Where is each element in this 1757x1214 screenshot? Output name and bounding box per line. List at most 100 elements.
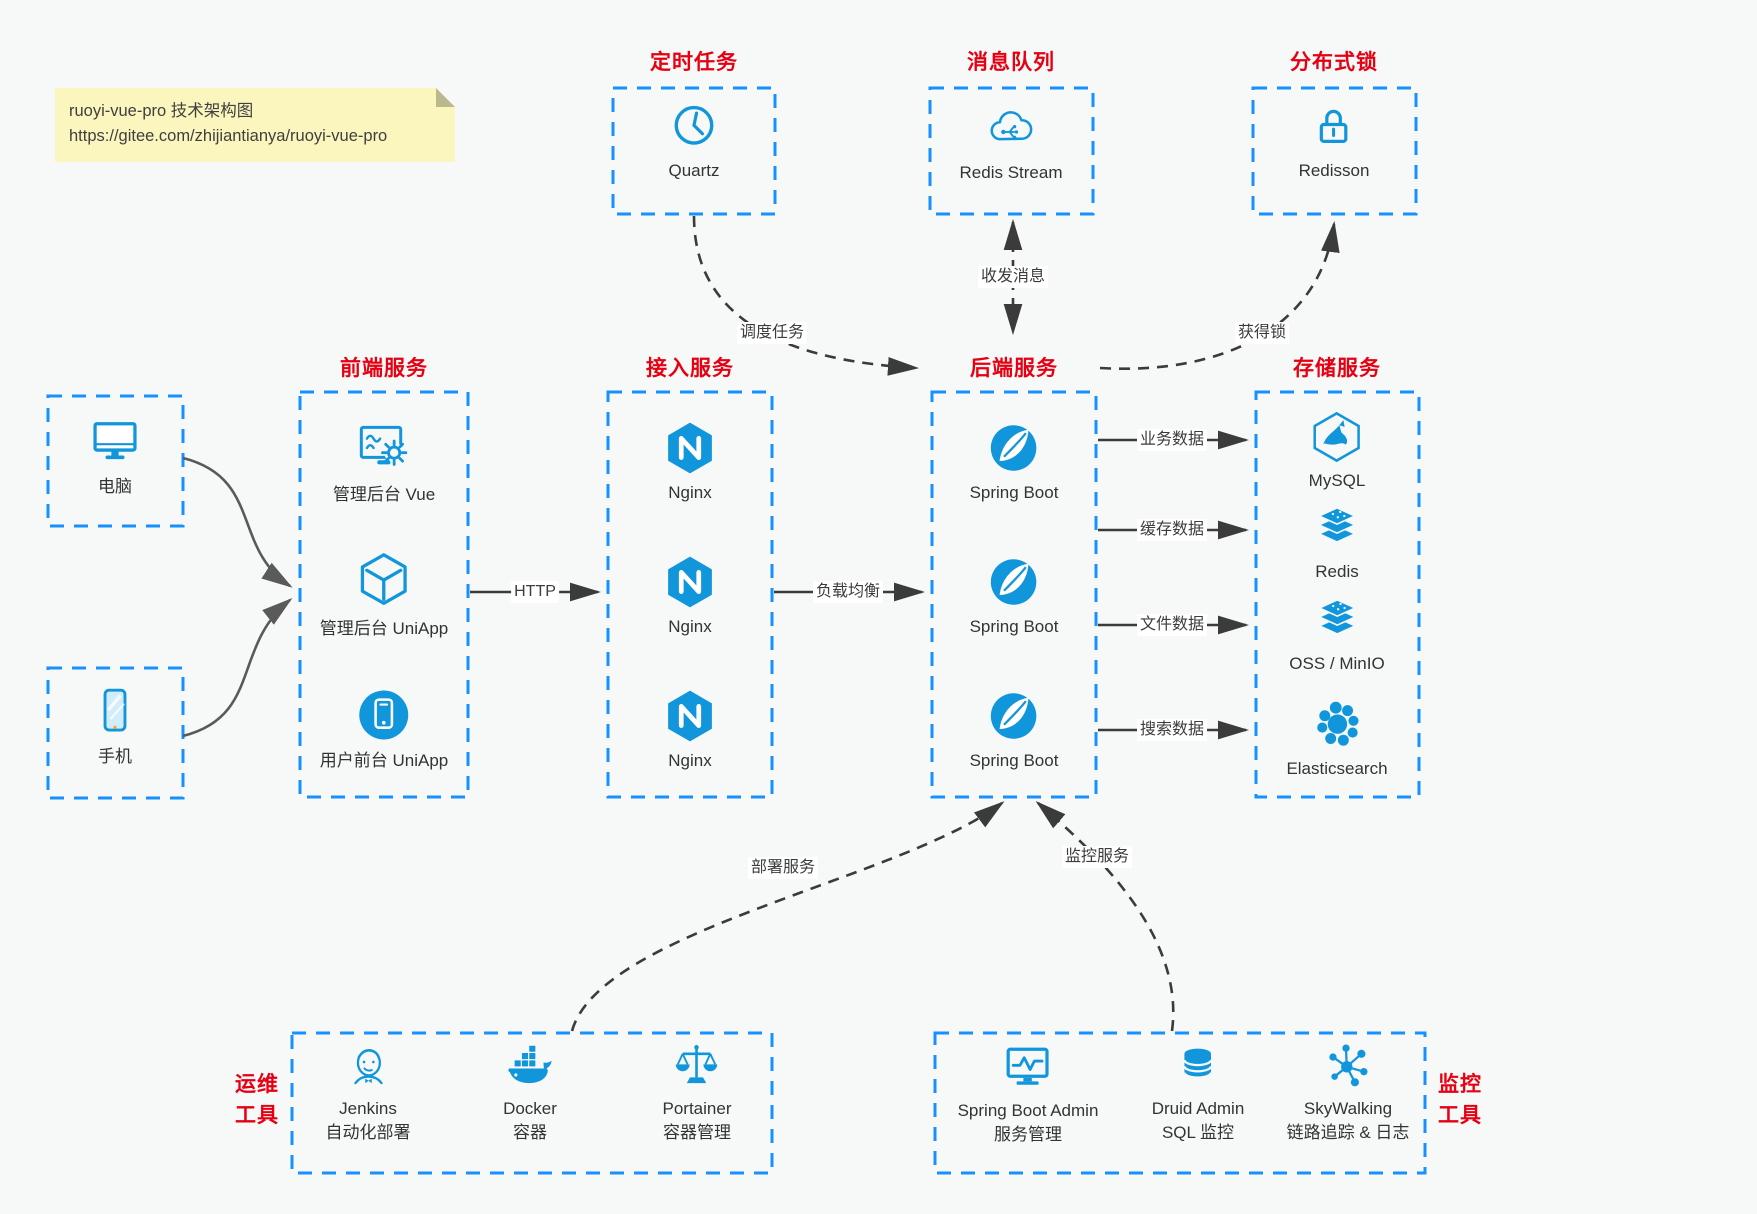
skywalking-graph-icon: [1322, 1040, 1374, 1092]
mysql-dolphin-icon: [1310, 410, 1364, 464]
node-label: Nginx: [668, 617, 712, 636]
node-redis: Redis: [1311, 503, 1363, 584]
node-label: 手机: [98, 747, 132, 766]
group-title-ops: 运维 工具: [235, 1073, 279, 1127]
node-redis-stream: Redis Stream: [959, 102, 1063, 185]
node-druid-admin: Druid Admin SQL 监控: [1151, 1042, 1245, 1145]
node-label: Spring Boot Admin: [957, 1101, 1099, 1120]
node-sublabel: 自动化部署: [325, 1123, 411, 1142]
edge-label-monitor-service: 监控服务: [1061, 846, 1133, 868]
node-label: Nginx: [668, 483, 712, 502]
group-title-mq: 消息队列: [967, 51, 1055, 74]
node-label: Redis Stream: [959, 163, 1063, 182]
group-title-lock: 分布式锁: [1290, 51, 1378, 74]
nginx-icon: [662, 688, 718, 744]
nginx-icon: [662, 420, 718, 476]
edge-pc-frontend: [182, 456, 293, 588]
node-label: Spring Boot: [969, 751, 1059, 770]
edge-label-search-data: 搜索数据: [1136, 719, 1208, 741]
edge-label-acquire-lock: 获得锁: [1234, 322, 1290, 344]
mobile-app-circle-icon: [355, 686, 413, 744]
edge-deploy-service: [570, 801, 1005, 1032]
node-portainer: Portainer 容器管理: [662, 1040, 731, 1145]
storage-box: [1254, 390, 1421, 799]
mobile-icon: [86, 682, 144, 740]
edge-label-cache-data: 缓存数据: [1136, 519, 1208, 541]
group-title-monitoring: 监控 工具: [1438, 1073, 1482, 1127]
edge-label-load-balance: 负载均衡: [812, 581, 884, 603]
node-label: Druid Admin: [1151, 1099, 1245, 1118]
scheduled-box: [611, 86, 777, 216]
node-label: SkyWalking: [1303, 1099, 1393, 1118]
mq-box: [928, 86, 1095, 216]
edge-acquire-lock: [1099, 220, 1340, 370]
frontend-box: [298, 390, 470, 799]
node-springboot-2: Spring Boot: [969, 554, 1059, 639]
node-label: 管理后台 UniApp: [319, 619, 449, 638]
spring-boot-icon: [986, 688, 1042, 744]
node-quartz: Quartz: [667, 100, 721, 183]
node-label: Quartz: [668, 161, 720, 180]
clock-icon: [667, 100, 721, 154]
node-redisson: Redisson: [1298, 100, 1370, 183]
node-label: Redis: [1315, 562, 1359, 581]
layer-stack-icon: [1311, 595, 1363, 647]
edge-monitor-service: [1035, 800, 1175, 1032]
node-sublabel: 容器: [512, 1123, 547, 1142]
sticky-note: ruoyi-vue-pro 技术架构图 https://gitee.com/zh…: [55, 88, 455, 162]
monitoring-box: [933, 1031, 1427, 1175]
lock-box: [1251, 86, 1418, 216]
node-sublabel: 容器管理: [662, 1123, 731, 1142]
edge-phone-frontend: [182, 598, 293, 738]
node-label: Spring Boot: [969, 483, 1059, 502]
node-nginx-3: Nginx: [662, 688, 718, 773]
group-title-gateway: 接入服务: [646, 357, 734, 380]
node-springboot-1: Spring Boot: [969, 420, 1059, 505]
node-label: Nginx: [668, 751, 712, 770]
node-docker: Docker 容器: [503, 1040, 557, 1145]
spring-boot-icon: [986, 420, 1042, 476]
monitor-pulse-icon: [1001, 1040, 1055, 1094]
group-title-backend: 后端服务: [970, 357, 1058, 380]
node-sublabel: 链路追踪 & 日志: [1286, 1123, 1410, 1142]
node-sublabel: 服务管理: [994, 1125, 1062, 1144]
docker-whale-icon: [504, 1040, 556, 1092]
jenkins-icon: [342, 1040, 394, 1092]
node-springboot-3: Spring Boot: [969, 688, 1059, 773]
node-label: Redisson: [1298, 161, 1370, 180]
nginx-icon: [662, 554, 718, 610]
node-mysql: MySQL: [1309, 410, 1365, 493]
node-pc: 电脑: [86, 412, 144, 499]
group-title-frontend: 前端服务: [340, 357, 428, 380]
node-mobile: 手机: [86, 682, 144, 769]
database-icon: [1173, 1042, 1223, 1092]
node-label: Jenkins: [339, 1099, 397, 1118]
edge-label-schedule-task: 调度任务: [736, 322, 808, 344]
node-elasticsearch: Elasticsearch: [1286, 698, 1388, 781]
cloud-message-icon: [984, 102, 1038, 156]
node-label: 用户前台 UniApp: [319, 751, 449, 770]
edge-label-http: HTTP: [511, 581, 559, 603]
edge-label-deploy-service: 部署服务: [747, 857, 819, 879]
edge-label-send-receive-message: 收发消息: [977, 266, 1049, 288]
node-label: Spring Boot: [969, 617, 1059, 636]
node-label: Docker: [503, 1099, 557, 1118]
node-label: 管理后台 Vue: [332, 485, 436, 504]
node-nginx-2: Nginx: [662, 554, 718, 639]
node-label: OSS / MinIO: [1289, 654, 1385, 673]
node-sublabel: SQL 监控: [1161, 1123, 1235, 1142]
scales-icon: [671, 1040, 723, 1092]
desktop-icon: [86, 412, 144, 470]
note-url: https://gitee.com/zhijiantianya/ruoyi-vu…: [69, 127, 388, 145]
edge-schedule-task: [692, 215, 920, 376]
phone-box: [46, 666, 185, 800]
node-jenkins: Jenkins 自动化部署: [326, 1040, 411, 1145]
lock-icon: [1307, 100, 1361, 154]
note-title: ruoyi-vue-pro 技术架构图: [69, 102, 254, 120]
edge-label-business-data: 业务数据: [1136, 429, 1208, 451]
ops-box: [290, 1031, 774, 1175]
pc-box: [46, 394, 185, 528]
node-label: 电脑: [98, 477, 132, 496]
